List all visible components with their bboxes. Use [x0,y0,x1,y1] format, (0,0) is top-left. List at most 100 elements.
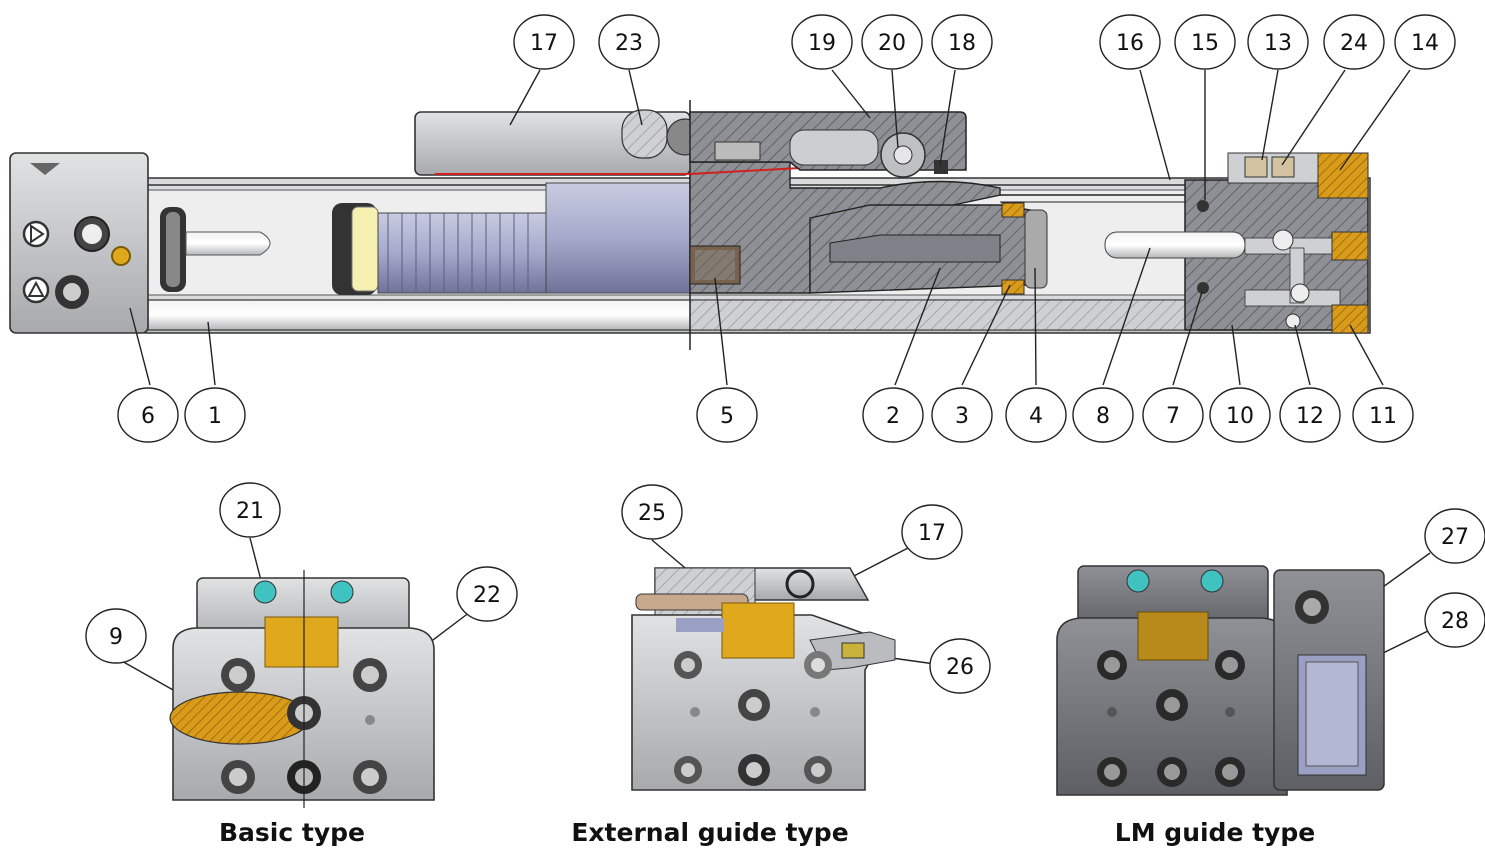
lm-screw-bc-in [1164,764,1180,780]
callout-label: 17 [530,31,558,56]
end-cap-ball-top [1272,229,1294,251]
ext-brass-plate [721,602,795,659]
screw-24 [1271,156,1295,178]
ext-blue-slot [676,618,724,632]
oring-15 [1197,200,1209,212]
callout-label: 27 [1441,525,1469,550]
callout-label: 20 [878,31,906,56]
callout-circle [931,387,993,443]
callout-label: 17 [918,521,946,546]
callout-12: 12 [1279,387,1341,443]
ext-hole-r [810,707,820,717]
ext-screw-bc-in [746,762,762,778]
callout-circle [696,387,758,443]
callout-circle [1424,592,1485,648]
lm-rail-screw-in [1303,598,1321,616]
callout-label: 18 [948,31,976,56]
ext-ring [785,569,815,599]
callout-label: 13 [1264,31,1292,56]
callout-circle [1072,387,1134,443]
magnet-inner [695,250,735,280]
callout-19: 19 [791,14,853,70]
basic-port-21b [330,580,354,604]
callout-circle [931,14,993,70]
oring-7 [1197,282,1209,294]
ext-brass-26 [841,642,865,659]
callout-circle [862,387,924,443]
callout-circle [456,566,518,622]
caption-external-guide-type: External guide type [571,818,849,847]
callout-label: 23 [615,31,643,56]
end-cap-notch [30,163,60,175]
lm-screw-br-in [1222,764,1238,780]
callout-label: 28 [1441,609,1469,634]
rod-seal-upper [1001,202,1025,218]
callout-label: 1 [208,404,222,429]
cushion-ring-inner [166,212,180,287]
guide-rod-section [689,299,1234,331]
basic-screw-tl-in [229,666,247,684]
callout-circle [117,387,179,443]
piston-body-step [545,182,691,294]
callout-circle [1352,387,1414,443]
callout-circle [1099,14,1161,70]
plug-right-top [1331,231,1369,261]
callout-4: 4 [1005,387,1067,443]
callout-label: 19 [808,31,836,56]
callout-17b: 17 [901,504,963,560]
lm-guide-view [1056,565,1385,796]
caption-lm-guide-type: LM guide type [1114,818,1316,847]
callout-circle [1005,387,1067,443]
lm-screw-tl-in [1104,657,1120,673]
ext-hole-l [690,707,700,717]
lm-port-a [1126,569,1150,593]
callout-label: 3 [955,404,969,429]
callout-11: 11 [1352,387,1414,443]
fitting-ring-inner [82,224,102,244]
screw-18 [934,160,948,174]
rod-bore [829,234,1001,263]
callout-24: 24 [1323,14,1385,70]
carriage-pocket [714,141,761,161]
ext-screw-tl-in [681,658,695,672]
callout-circle [901,504,963,560]
callout-circle [929,638,991,694]
callout-circle [1323,14,1385,70]
piston-seal-yellow [351,206,379,292]
callout-label: 5 [720,404,734,429]
basic-screw-br-in [361,768,379,786]
callout-circle [1394,14,1456,70]
basic-brass-plate [264,616,339,668]
callout-23: 23 [598,14,660,70]
callout-28: 28 [1424,592,1485,648]
bearing-20-inner [893,145,913,165]
callout-7: 7 [1142,387,1204,443]
ext-screw-br-in [811,763,825,777]
callout-label: 25 [638,501,666,526]
callout-circle [621,484,683,540]
lm-hole-l [1107,707,1117,717]
callout-18: 18 [931,14,993,70]
callout-label: 2 [886,404,900,429]
callout-circle [184,387,246,443]
caption-basic-type: Basic type [219,818,365,847]
callout-2: 2 [862,387,924,443]
callout-label: 26 [946,655,974,680]
callout-label: 8 [1096,404,1110,429]
ext-pin [635,593,749,611]
callout-16: 16 [1099,14,1161,70]
lm-guide-28-inner [1305,661,1359,767]
ext-screw-center-in [746,697,762,713]
callout-label: 9 [109,625,123,650]
callout-circle [1209,387,1271,443]
callout-10: 10 [1209,387,1271,443]
callout-25: 25 [621,484,683,540]
main-section-view [9,100,1371,350]
callout-circle [598,14,660,70]
wear-ring [1024,209,1048,289]
callout-label: 16 [1116,31,1144,56]
lm-hole-r [1225,707,1235,717]
callout-circle [1174,14,1236,70]
